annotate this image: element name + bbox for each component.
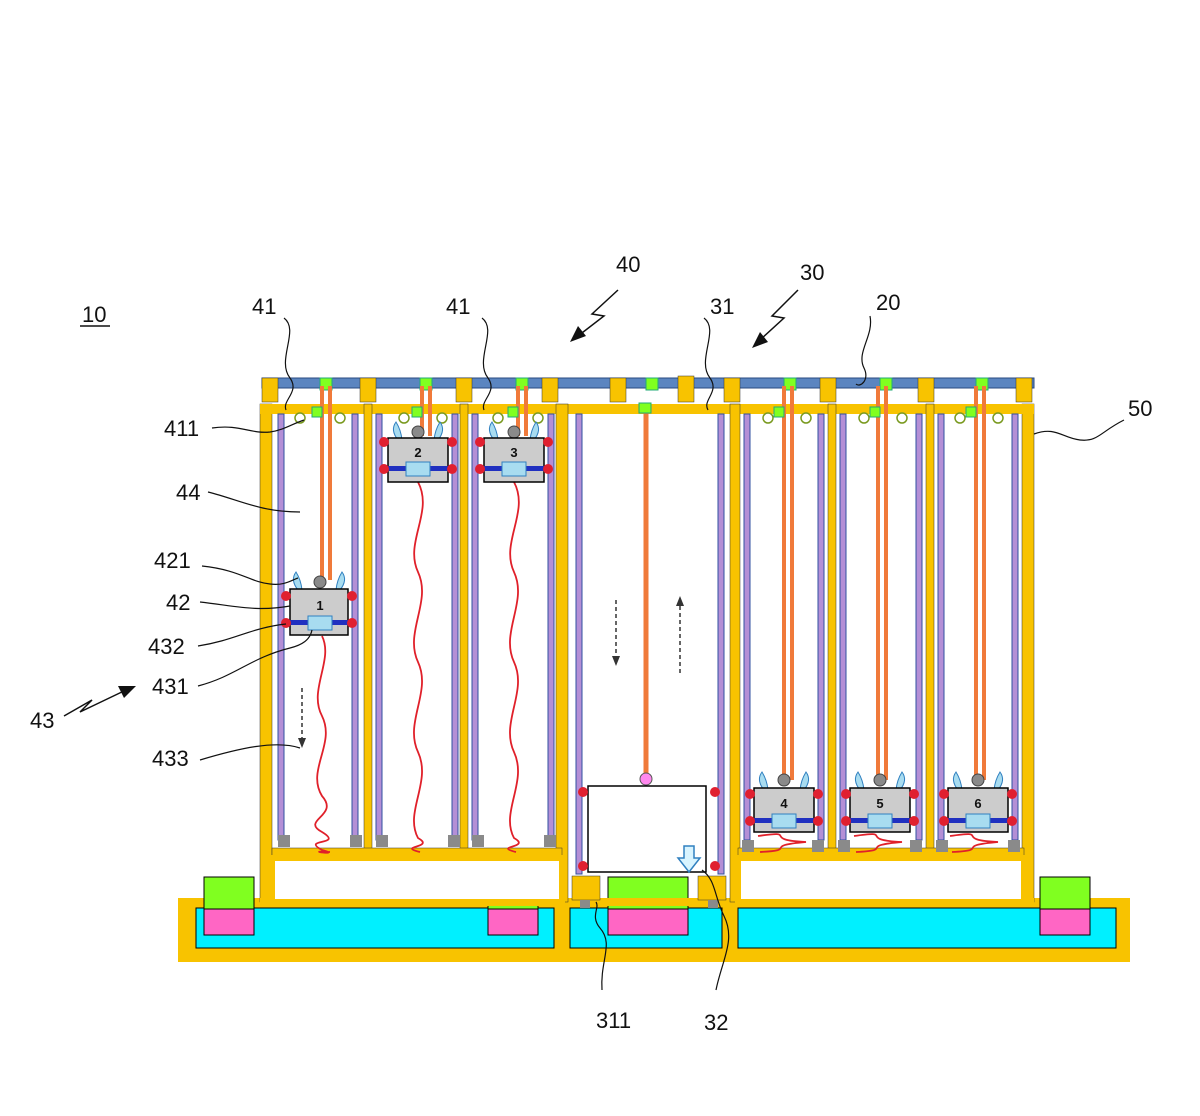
- arrowhead-icon: [570, 326, 586, 342]
- label-44: 44: [176, 480, 200, 505]
- label-43: 43: [30, 708, 54, 733]
- carriage-2: 2: [379, 422, 457, 482]
- label-431: 431: [152, 674, 189, 699]
- carriage-number-4: 4: [780, 796, 788, 811]
- carriage-number-3: 3: [510, 445, 517, 460]
- carriage-number-6: 6: [974, 796, 981, 811]
- carriage-3: 3: [475, 422, 553, 482]
- label-42: 42: [166, 590, 190, 615]
- label-311: 311: [596, 1008, 631, 1033]
- up-arrow-icon: [676, 596, 684, 606]
- carriage-number-1: 1: [316, 598, 323, 613]
- label-433: 433: [152, 746, 189, 771]
- carriage-number-5: 5: [876, 796, 883, 811]
- label-50: 50: [1128, 396, 1152, 421]
- down-arrow-icon: [612, 656, 620, 666]
- label-30: 30: [800, 260, 824, 285]
- label-32: 32: [704, 1010, 728, 1035]
- carriage-5: 5: [841, 772, 919, 832]
- label-10: 10: [82, 302, 106, 327]
- label-40: 40: [616, 252, 640, 277]
- label-31: 31: [710, 294, 734, 319]
- label-421: 421: [154, 548, 191, 573]
- center-shaft: [572, 403, 726, 908]
- cell1-motion-arrow: [298, 688, 306, 748]
- label-432: 432: [148, 634, 185, 659]
- label-41-mid: 41: [446, 294, 470, 319]
- label-411: 411: [164, 416, 199, 441]
- down-arrow-icon: [298, 738, 306, 748]
- label-20: 20: [876, 290, 900, 315]
- carriage-6: 6: [939, 772, 1017, 832]
- carriage-4: 4: [745, 772, 823, 832]
- top-rail: [262, 376, 1034, 402]
- carriage-1: 1: [281, 572, 357, 635]
- carriages: 1 2 3: [281, 422, 1017, 832]
- carriage-number-2: 2: [414, 445, 421, 460]
- label-41-left: 41: [252, 294, 276, 319]
